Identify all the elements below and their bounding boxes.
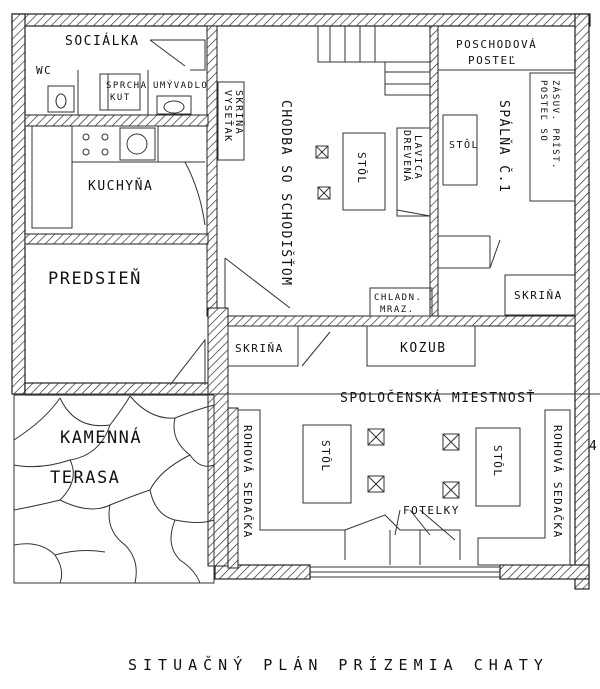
label-lavica-2: LAVICA	[412, 135, 423, 180]
exterior-walls	[11, 13, 591, 590]
label-poschodova-2: POSTEĽ	[468, 54, 517, 67]
label-lavica-1: DREVENÁ	[401, 130, 414, 183]
plan-title: SITUAČNÝ PLÁN PRÍZEMIA CHATY	[128, 655, 549, 674]
furniture-labels: VYSEŤAK SKRIŇA STÔL DREVENÁ LAVICA CHLAD…	[222, 38, 598, 539]
label-wc: WC	[36, 64, 52, 77]
corridor-furniture	[217, 81, 433, 317]
kitchen-counter	[31, 125, 206, 229]
room-labels: SOCIÁLKA WC SPRCHA KUT UMÝVADLO KUCHYŇA …	[36, 33, 536, 488]
living-room-furniture	[227, 325, 571, 566]
margin-mark: 4	[589, 439, 598, 454]
label-vysetak-1: VYSEŤAK	[222, 90, 235, 143]
label-skrina-spol: SKRIŇA	[235, 342, 284, 355]
label-sprcha-1: SPRCHA	[106, 81, 148, 91]
label-stol-left: STÔL	[319, 440, 332, 473]
label-rohova-left: ROHOVÁ SEDAČKA	[241, 425, 254, 539]
label-stol-spalna: STÔL	[449, 138, 479, 151]
label-postel-2: ZÁSUV. PRÍST.	[550, 80, 562, 170]
label-kuchyna: KUCHYŇA	[88, 178, 153, 194]
label-kozub: KOZUB	[400, 341, 447, 356]
interior-walls	[24, 25, 576, 569]
label-sprcha-2: KUT	[110, 93, 131, 103]
label-terasa-1: KAMENNÁ	[60, 426, 142, 448]
label-predsien: PREDSIEŇ	[48, 267, 142, 289]
label-vysetak-2: SKRIŇA	[233, 90, 246, 135]
hall-door	[169, 338, 206, 386]
label-postel-1: POSTEĽ SO	[538, 80, 548, 142]
label-rohova-right: ROHOVÁ SEDAČKA	[551, 425, 564, 539]
label-fotelky: FOTELKY	[403, 504, 460, 517]
label-spalna: SPÁLŇA Č.1	[496, 100, 512, 193]
label-terasa-2: TERASA	[50, 468, 120, 488]
stone-terrace	[13, 394, 215, 584]
windows	[12, 393, 600, 578]
label-chladnicka-1: CHLADN.	[374, 293, 422, 303]
label-poschodova-1: POSCHODOVÁ	[456, 38, 537, 51]
label-socialka: SOCIÁLKA	[65, 33, 140, 49]
label-stol-chodba: STÔL	[355, 152, 368, 185]
label-chodba: CHODBA SO SCHODIŠŤOM	[278, 100, 294, 287]
label-umyvadlo: UMÝVADLO	[153, 79, 208, 91]
bedroom-furniture	[438, 69, 576, 316]
label-skrina-spalna: SKRIŇA	[514, 289, 563, 302]
label-chladnicka-2: MRAZ.	[380, 305, 415, 315]
label-stol-right: STÔL	[491, 445, 504, 478]
label-spolocenska: SPOLOČENSKÁ MIESTNOSŤ	[340, 390, 536, 406]
staircase	[224, 26, 430, 309]
bathroom-fixtures	[47, 39, 206, 115]
